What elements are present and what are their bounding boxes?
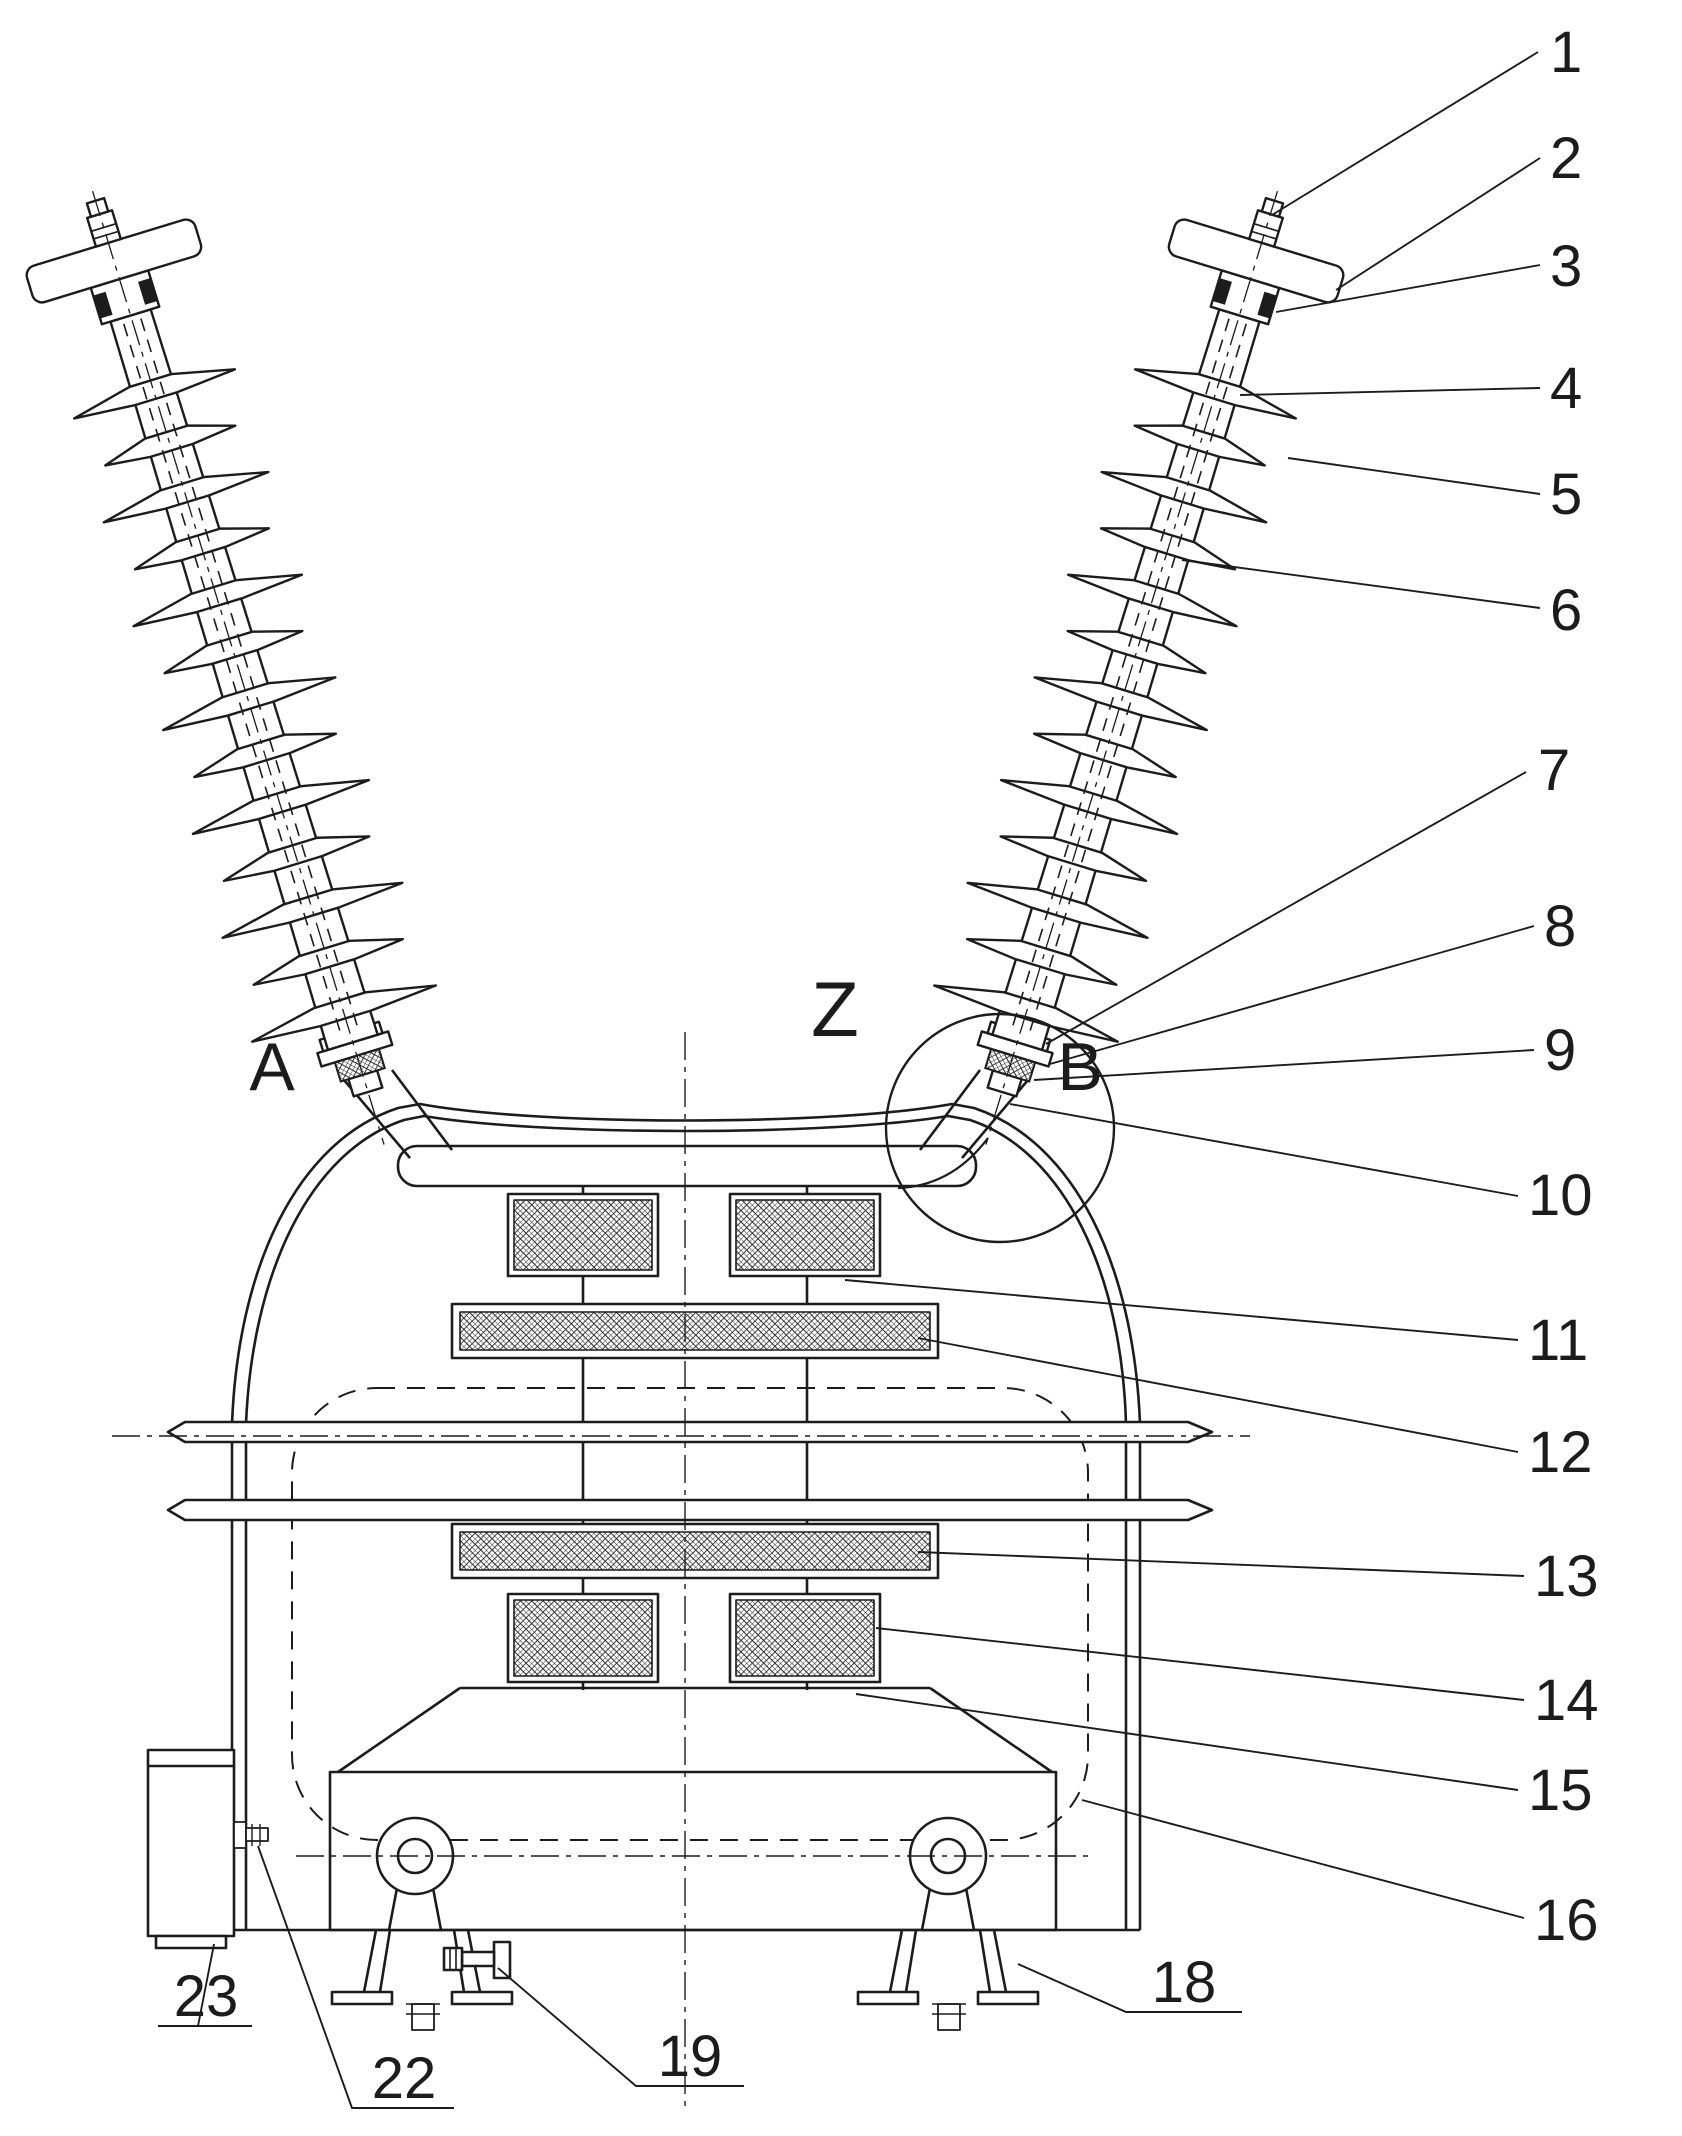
insulator-axis	[91, 190, 385, 1145]
callout-9: 9	[1544, 1018, 1576, 1083]
left-insulator	[25, 190, 438, 1145]
inner-conductor-hidden	[122, 318, 361, 1040]
leader-16	[1081, 1799, 1525, 1919]
core-support	[337, 1686, 1053, 1774]
leader-15	[855, 1693, 1519, 1791]
leader-6	[1181, 559, 1541, 609]
callout-6: 6	[1550, 578, 1582, 643]
leader-18	[1017, 1963, 1242, 2013]
leader-22	[257, 1845, 454, 2109]
internal-boundary-hidden	[291, 1387, 1089, 1841]
callout-23: 23	[174, 1964, 239, 2029]
callout-7: 7	[1538, 738, 1570, 803]
seal-mark-right	[1257, 291, 1277, 319]
leader-5	[1287, 457, 1541, 495]
base-block	[328, 1770, 1058, 1932]
callout-numbers: 1 2 3 4 5 6 7 8 9 10 11 12 13 14 15 16 1…	[174, 20, 1599, 2111]
view-letters: Z A B	[249, 965, 1102, 1105]
view-label-B: B	[1057, 1029, 1102, 1105]
seal-mark-left	[93, 291, 113, 319]
callout-19: 19	[658, 2024, 723, 2089]
shed	[1066, 629, 1207, 675]
terminal-box	[146, 1748, 269, 1950]
lifting-lug-right	[908, 1816, 988, 1932]
callout-2: 2	[1550, 126, 1582, 191]
callout-22: 22	[372, 2046, 437, 2111]
callout-1: 1	[1550, 20, 1582, 85]
lifting-lug-left	[375, 1816, 455, 1932]
lower-winding-left	[506, 1592, 660, 1684]
leader-lines	[158, 51, 1541, 2109]
core-band-lower	[450, 1522, 940, 1580]
view-label-A: A	[249, 1029, 295, 1105]
leader-2	[1335, 157, 1541, 291]
callout-3: 3	[1550, 234, 1582, 299]
shed	[966, 881, 1149, 939]
callout-15: 15	[1528, 1758, 1593, 1823]
mounting-foot-left	[330, 1929, 514, 2031]
shed	[1133, 424, 1266, 467]
cooling-fin-lower	[166, 1498, 1214, 1522]
insulator-axis	[985, 190, 1279, 1145]
core-band-upper	[450, 1302, 940, 1360]
leader-1	[1271, 51, 1539, 216]
centerlines	[112, 1032, 1250, 2112]
upper-winding-left	[506, 1192, 660, 1278]
seal-mark-right	[138, 278, 158, 305]
callout-4: 4	[1550, 356, 1582, 421]
cooling-fin-upper	[166, 1420, 1214, 1444]
leader-4	[1239, 387, 1541, 396]
shed	[163, 629, 304, 675]
leader-13	[917, 1551, 1525, 1577]
tank-body	[146, 1069, 1214, 2031]
leader-8	[1049, 925, 1535, 1065]
shed	[1033, 676, 1208, 732]
lead-curve	[897, 1137, 989, 1190]
leader-10	[1009, 1103, 1519, 1197]
leader-3	[1275, 264, 1541, 313]
mounting-foot-right	[856, 1929, 1040, 2031]
leader-7	[1045, 771, 1527, 1045]
shed	[1133, 368, 1297, 420]
right-insulator	[932, 190, 1345, 1145]
ground-bolt	[442, 1940, 512, 1980]
shed	[104, 424, 237, 467]
upper-winding-right	[728, 1192, 882, 1278]
shed	[73, 368, 237, 420]
callout-11: 11	[1528, 1308, 1588, 1373]
seal-mark-left	[1212, 278, 1232, 305]
callout-10: 10	[1528, 1163, 1593, 1228]
shed	[965, 937, 1118, 986]
detail-circle-B	[884, 1012, 1116, 1244]
lower-winding-right	[728, 1592, 882, 1684]
leader-12	[917, 1337, 1519, 1453]
leader-9	[1033, 1049, 1535, 1081]
leader-14	[875, 1627, 1525, 1701]
leader-23	[158, 1943, 252, 2027]
callout-8: 8	[1544, 894, 1576, 959]
callout-14: 14	[1534, 1668, 1599, 1733]
shed	[221, 881, 404, 939]
callout-12: 12	[1528, 1420, 1593, 1485]
shed	[162, 676, 337, 732]
callout-18: 18	[1152, 1950, 1217, 2015]
leader-11	[844, 1279, 1519, 1341]
box-fitting	[233, 1821, 269, 1849]
shed	[252, 937, 405, 986]
leader-19	[497, 1967, 744, 2087]
callout-13: 13	[1534, 1544, 1599, 1609]
callout-5: 5	[1550, 462, 1582, 527]
view-label-Z: Z	[811, 965, 859, 1053]
top-yoke-band	[396, 1144, 978, 1188]
callout-16: 16	[1534, 1888, 1599, 1953]
